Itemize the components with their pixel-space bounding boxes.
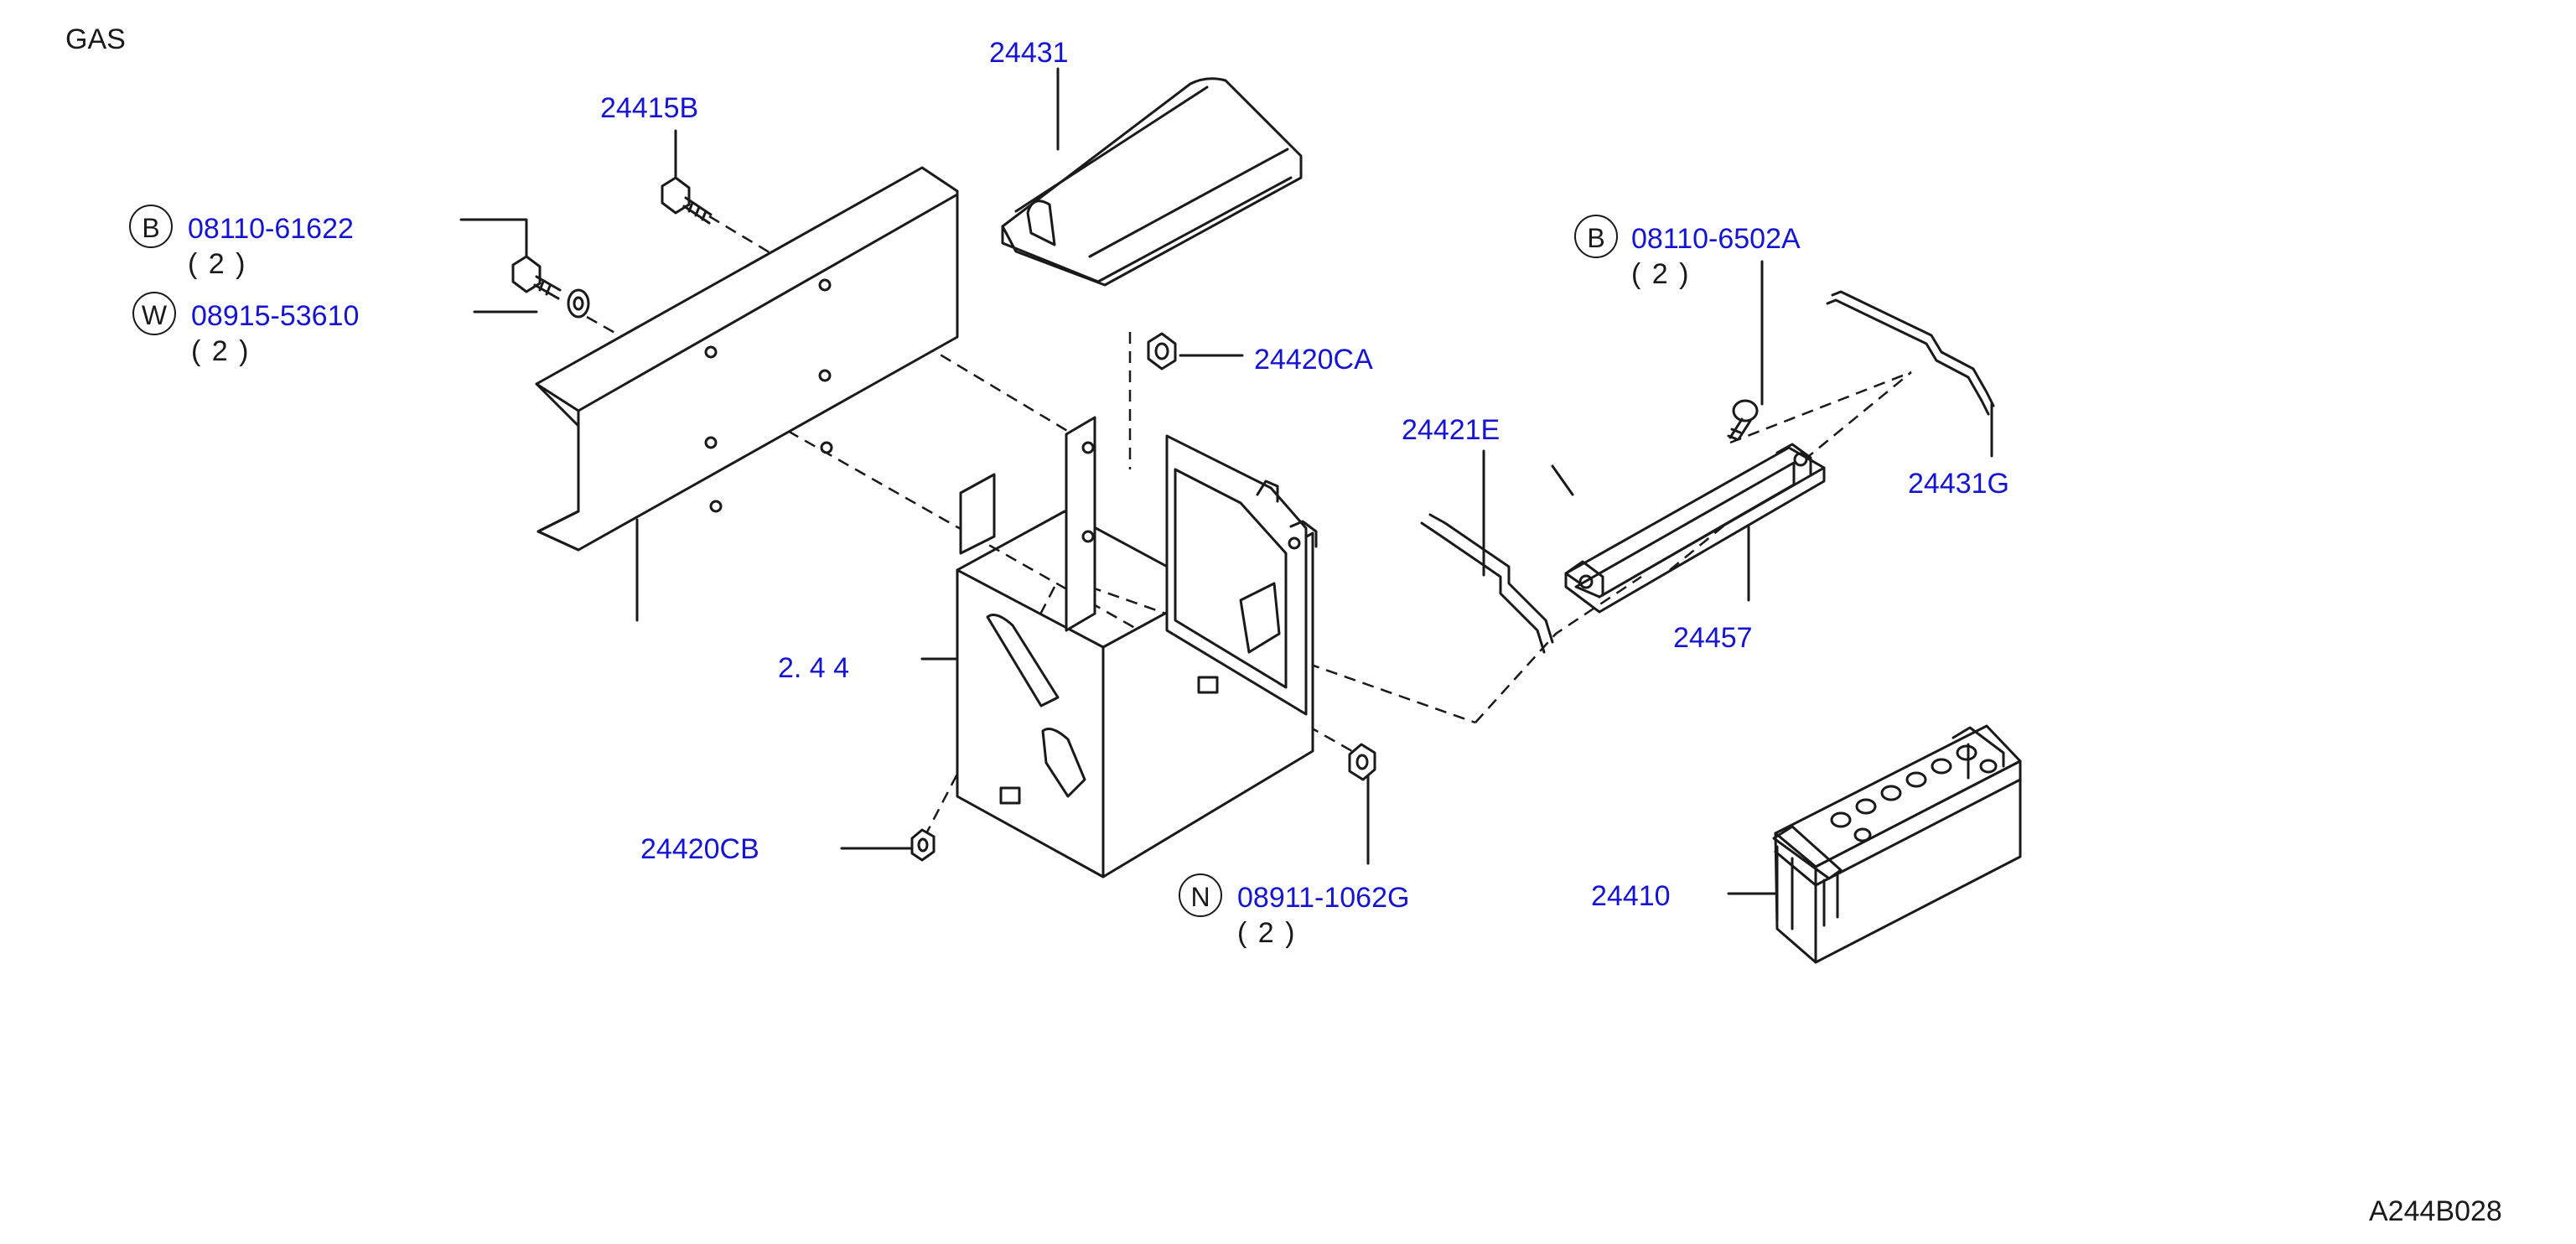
bolt-and-washer-icon [511,255,590,319]
part-label-08110-6502a[interactable]: 08110-6502A [1631,223,1801,255]
nut-24420cb-icon [910,828,936,862]
rod-24421e [1420,513,1554,654]
battery-cover [1001,77,1303,287]
rod-24431g [1826,290,1995,416]
part-label-24431[interactable]: 24431 [989,37,1069,69]
bolt-b-symbol: B [129,205,173,248]
part-label-24457[interactable]: 24457 [1673,622,1753,654]
washer-w-symbol: W [132,292,176,335]
hold-down-clamp [1564,443,1826,614]
quantity-08911-1062g: ( 2 ) [1237,917,1297,949]
part-label-08911-1062g[interactable]: 08911-1062G [1237,882,1410,914]
battery [1772,724,2022,964]
bracket-rail [535,166,959,622]
part-label-2442[interactable]: 2. 4 4 [778,652,850,684]
part-label-08915-53610[interactable]: 08915-53610 [191,300,360,332]
variant-label: GAS [65,23,126,55]
nut-24420ca-icon [1147,332,1177,371]
part-label-24420cb[interactable]: 24420CB [640,833,759,865]
nut-08911-icon [1348,743,1376,781]
part-label-24431g[interactable]: 24431G [1908,468,2009,500]
nut-n-symbol: N [1179,873,1222,917]
part-label-24415b[interactable]: 24415B [600,92,699,124]
figure-code: A244B028 [2369,1195,2502,1227]
bolt-b-symbol-2: B [1574,215,1618,258]
quantity-08110-61622: ( 2 ) [188,248,247,280]
quantity-08915-53610: ( 2 ) [191,335,251,367]
quantity-08110-6502a: ( 2 ) [1631,258,1691,290]
part-label-24410[interactable]: 24410 [1591,880,1671,912]
part-label-08110-61622[interactable]: 08110-61622 [188,213,354,245]
battery-tray [956,416,1318,879]
part-label-24420ca[interactable]: 24420CA [1254,344,1373,376]
bolt-24415b-icon [661,176,713,225]
bolt-08110-6502a-icon [1727,399,1759,441]
part-label-24421e[interactable]: 24421E [1402,414,1501,446]
